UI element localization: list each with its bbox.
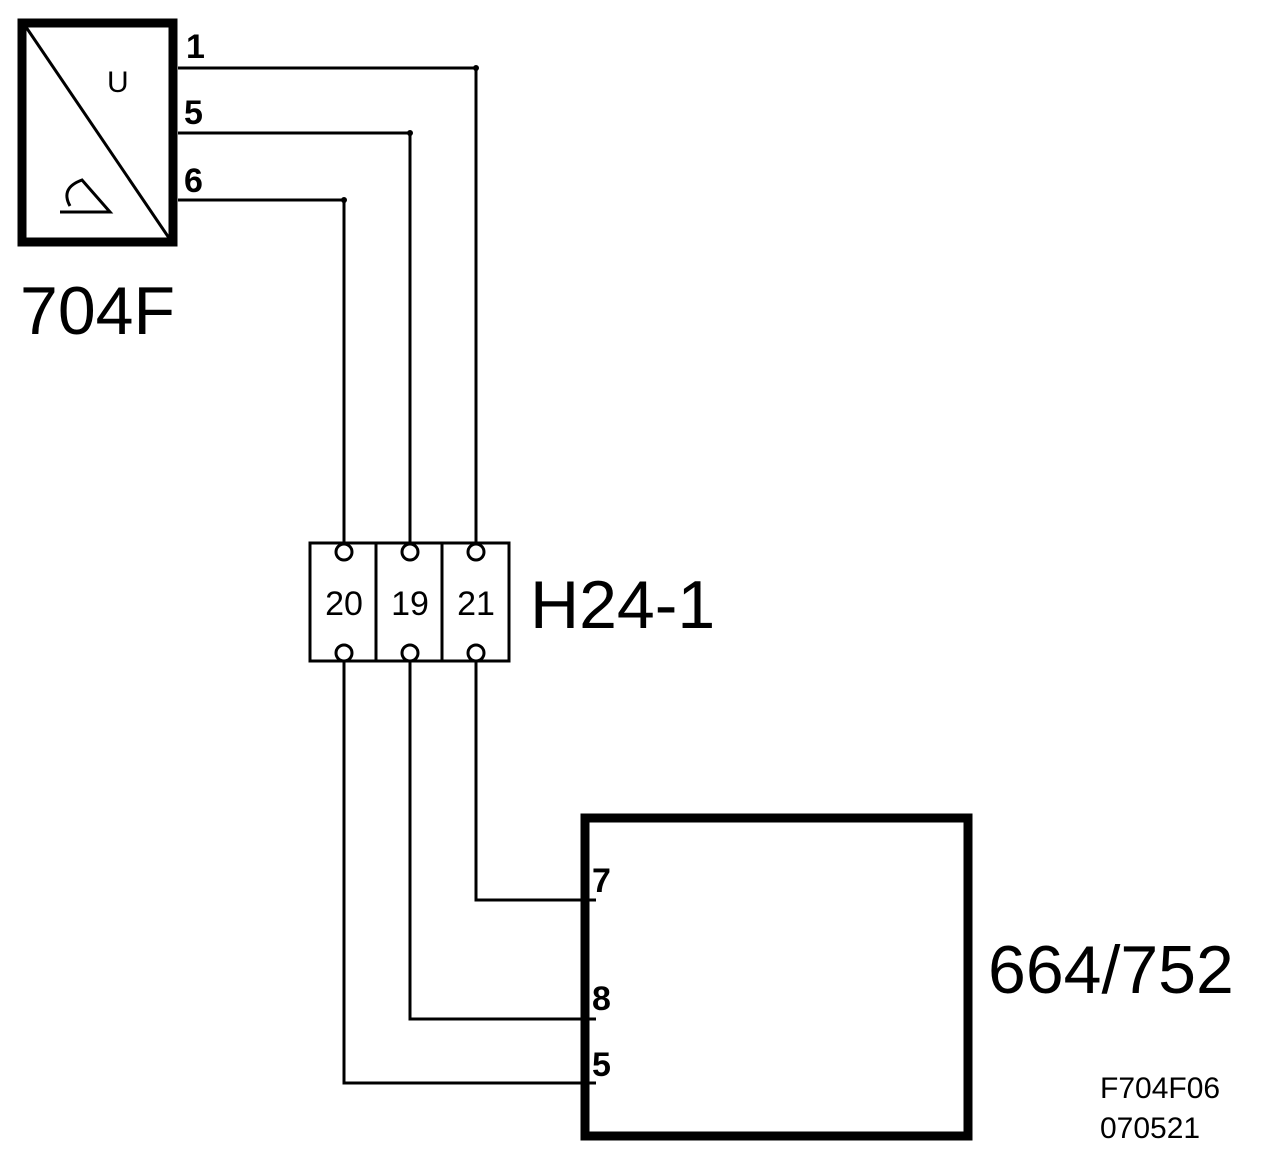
wire-junction-dots <box>341 65 479 203</box>
terminal-21-label: 21 <box>457 585 495 623</box>
sensor-pin-6: 6 <box>184 162 203 200</box>
wire-sensor5-to-t19 <box>178 131 412 546</box>
sensor-box <box>17 18 178 247</box>
sensor-symbol-label: U <box>107 66 129 99</box>
terminal-block-h24-1: 20 19 21 H24-1 <box>308 541 715 663</box>
controller-664-752: 7 8 5 664/752 <box>580 813 1234 1141</box>
terminal-19-label: 19 <box>391 585 429 623</box>
controller-pin-7: 7 <box>592 862 611 900</box>
wires-lower <box>342 661 596 1085</box>
sensor-pin-5: 5 <box>184 94 203 132</box>
drawing-code-line-2: 070521 <box>1100 1112 1200 1145</box>
controller-pin-8: 8 <box>592 980 611 1018</box>
controller-id-label: 664/752 <box>988 932 1234 1008</box>
sensor-diagonal <box>24 26 171 239</box>
wire-sensor6-to-t20 <box>178 198 346 546</box>
wire-t20-to-ctrl5 <box>342 661 596 1085</box>
drawing-code-line-1: F704F06 <box>1100 1072 1220 1105</box>
wire-sensor1-to-t21 <box>178 66 478 546</box>
terminal-block-id-label: H24-1 <box>530 567 715 643</box>
wire-t21-to-ctrl7 <box>474 661 596 902</box>
controller-pin-5: 5 <box>592 1046 611 1084</box>
sound-symbol-icon <box>60 178 114 214</box>
sensor-pin-1: 1 <box>186 28 205 66</box>
drawing-code: F704F06 070521 <box>1100 1072 1220 1145</box>
controller-box <box>580 813 973 1141</box>
sensor-704f: U 1 5 6 704F <box>17 18 205 349</box>
sensor-id-label: 704F <box>20 273 175 349</box>
wire-t19-to-ctrl8 <box>408 661 596 1021</box>
terminal-20-label: 20 <box>325 585 363 623</box>
wires-upper <box>178 66 478 546</box>
